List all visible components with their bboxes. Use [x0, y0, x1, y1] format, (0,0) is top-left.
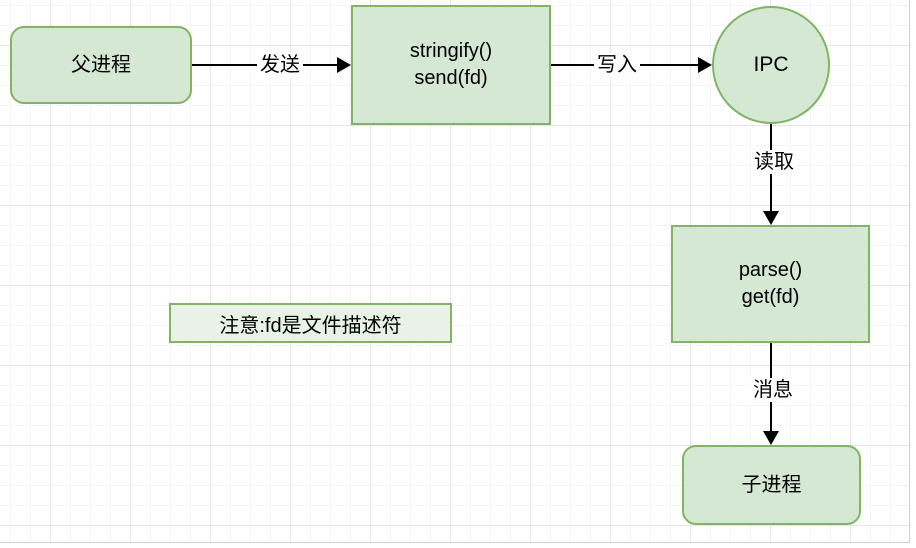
node-child-process: 子进程: [682, 445, 861, 525]
edge-read-arrowhead-icon: [763, 211, 779, 225]
node-stringify-line2: send(fd): [414, 67, 488, 89]
note-text: 注意:fd是文件描述符: [219, 314, 402, 337]
node-parse-line2: get(fd): [741, 286, 800, 308]
note-box: 注意:fd是文件描述符: [169, 303, 452, 343]
node-ipc: IPC: [712, 6, 830, 124]
node-parse-get: parse() get(fd): [671, 225, 870, 343]
node-stringify-send: stringify() send(fd): [351, 5, 551, 125]
node-child-process-label: 子进程: [741, 473, 802, 496]
node-stringify-line1: stringify(): [409, 40, 493, 62]
node-parent-process-label: 父进程: [71, 53, 131, 76]
node-parse-line1: parse(): [738, 259, 803, 281]
edge-message-label: 消息: [750, 378, 796, 402]
node-ipc-label: IPC: [753, 52, 789, 76]
node-parent-process: 父进程: [10, 26, 192, 104]
edge-read-label: 读取: [751, 150, 797, 174]
edge-send-arrowhead-icon: [337, 57, 351, 73]
edge-send-label: 发送: [257, 53, 303, 77]
edge-write-arrowhead-icon: [698, 57, 712, 73]
edge-write-label: 写入: [594, 53, 640, 77]
edge-message-arrowhead-icon: [763, 431, 779, 445]
